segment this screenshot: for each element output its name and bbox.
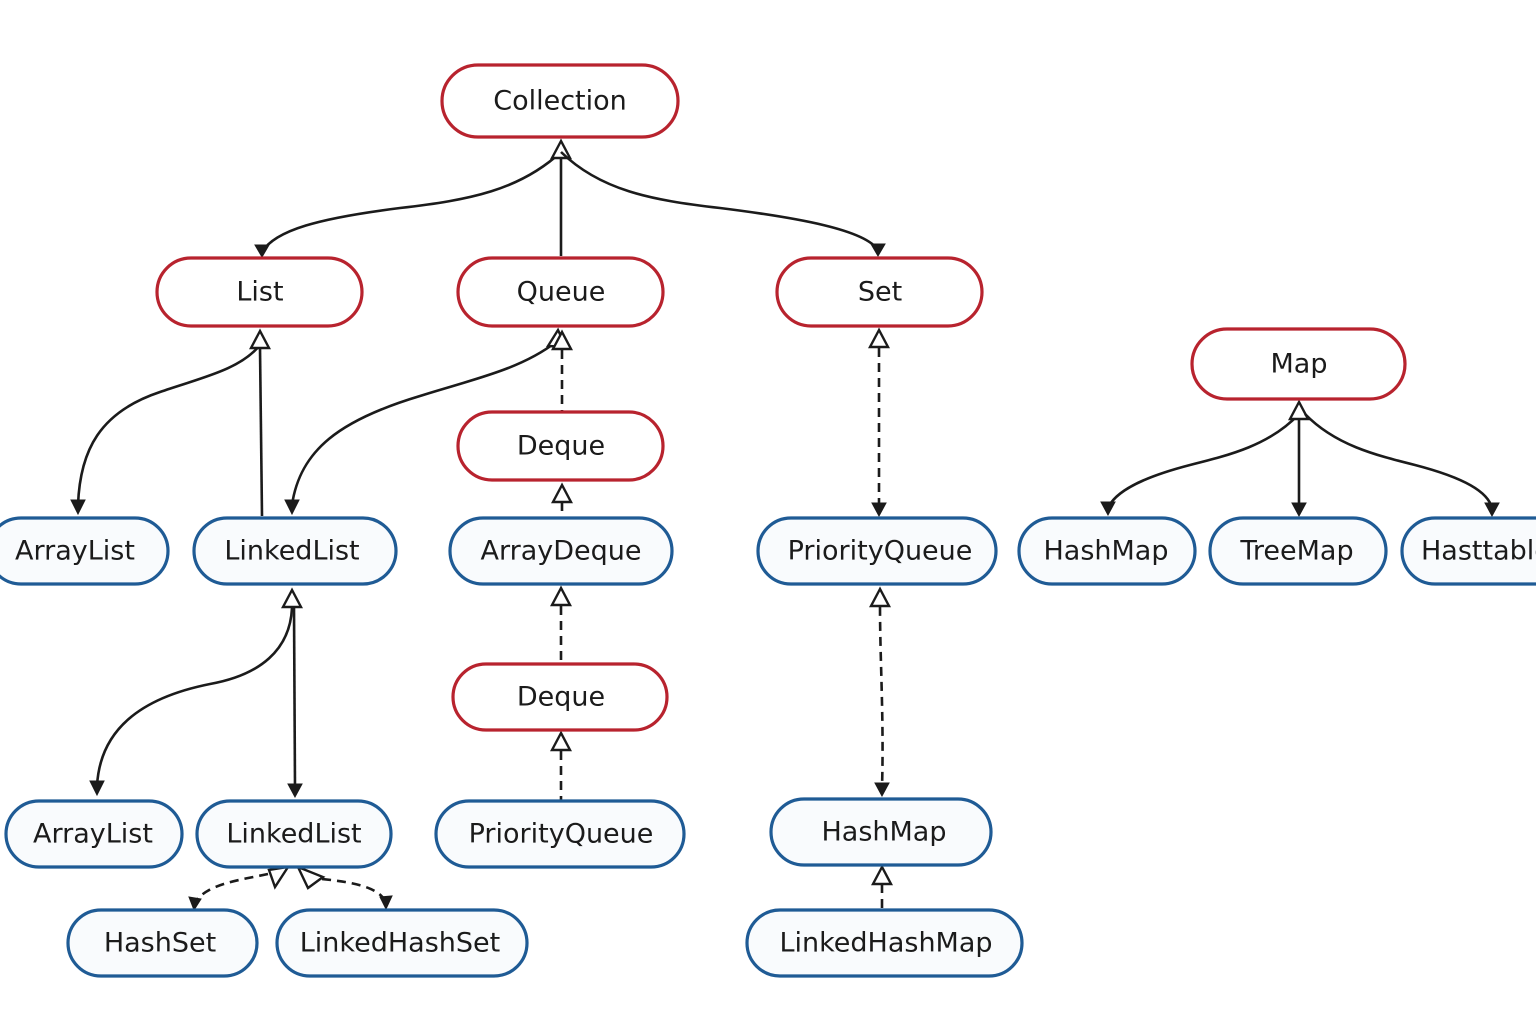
svg-text:HashMap: HashMap: [1043, 536, 1168, 567]
edge-linkedlist-hashset: [188, 865, 291, 912]
svg-text:Queue: Queue: [517, 277, 606, 308]
node-hashmap-2: HashMap: [769, 797, 993, 867]
edge-priorityqueue-hashmap: [869, 586, 891, 798]
node-arraydeque: ArrayDeque: [448, 516, 674, 586]
edge-linkedlist-linkedlist: [287, 607, 303, 799]
node-map: Map: [1190, 327, 1407, 401]
edge-queue-deque: [551, 329, 573, 412]
node-list: List: [155, 256, 364, 328]
node-hashtable: Hasttable: [1400, 516, 1536, 586]
edge-hashmap-linkedhashmap: [871, 864, 893, 910]
node-linkedlist-2: LinkedList: [195, 799, 393, 869]
svg-text:Set: Set: [858, 277, 902, 308]
svg-text:HashSet: HashSet: [104, 928, 216, 959]
edge-linkedlist-arraylist: [89, 587, 303, 797]
svg-text:ArrayList: ArrayList: [15, 536, 135, 567]
svg-text:Deque: Deque: [517, 431, 605, 462]
node-collection: Collection: [440, 63, 680, 139]
node-linkedhashmap: LinkedHashMap: [745, 908, 1024, 978]
node-priorityqueue-1: PriorityQueue: [756, 516, 998, 586]
node-arraylist-2: ArrayList: [4, 799, 184, 869]
edge-collection-list: [254, 138, 572, 258]
svg-text:Map: Map: [1271, 349, 1328, 380]
node-deque-1: Deque: [456, 410, 665, 482]
node-linkedhashset: LinkedHashSet: [275, 908, 529, 978]
edge-deque-priorityqueue: [550, 730, 572, 800]
node-set: Set: [775, 256, 984, 328]
svg-text:Hasttable: Hasttable: [1421, 536, 1536, 567]
edge-list-linkedlist: [258, 347, 264, 517]
svg-text:Collection: Collection: [493, 86, 627, 117]
edge-arraydeque-deque: [550, 585, 572, 663]
edge-set-priorityqueue: [868, 327, 890, 518]
node-priorityqueue-2: PriorityQueue: [434, 799, 686, 869]
node-treemap: TreeMap: [1208, 516, 1388, 586]
svg-text:LinkedHashSet: LinkedHashSet: [300, 928, 500, 959]
edge-linkedlist-linkedhashset: [295, 864, 393, 911]
edge-map-hashtable: [1304, 413, 1500, 518]
svg-text:ArrayDeque: ArrayDeque: [481, 536, 642, 567]
node-hashset: HashSet: [66, 908, 259, 978]
edge-map-hashmap: [1100, 399, 1310, 517]
node-queue: Queue: [456, 256, 665, 328]
node-arraylist-1: ArrayList: [0, 516, 170, 586]
svg-text:ArrayList: ArrayList: [33, 819, 153, 850]
node-deque-2: Deque: [451, 662, 669, 732]
svg-text:LinkedList: LinkedList: [224, 536, 359, 567]
svg-text:LinkedList: LinkedList: [226, 819, 361, 850]
svg-text:TreeMap: TreeMap: [1239, 536, 1353, 567]
edge-list-arraylist: [70, 328, 271, 516]
edge-queue-linkedlist: [284, 327, 568, 516]
node-hashmap-1: HashMap: [1017, 516, 1197, 586]
svg-text:Deque: Deque: [517, 682, 605, 713]
node-linkedlist-1: LinkedList: [192, 516, 398, 586]
svg-text:LinkedHashMap: LinkedHashMap: [779, 928, 992, 959]
edge-map-treemap: [1291, 419, 1307, 518]
svg-text:PriorityQueue: PriorityQueue: [788, 536, 973, 567]
svg-text:PriorityQueue: PriorityQueue: [469, 819, 654, 850]
svg-text:HashMap: HashMap: [821, 817, 946, 848]
edge-collection-set: [560, 151, 886, 257]
edge-deque-arraydeque: [551, 482, 573, 518]
svg-text:List: List: [236, 277, 283, 308]
